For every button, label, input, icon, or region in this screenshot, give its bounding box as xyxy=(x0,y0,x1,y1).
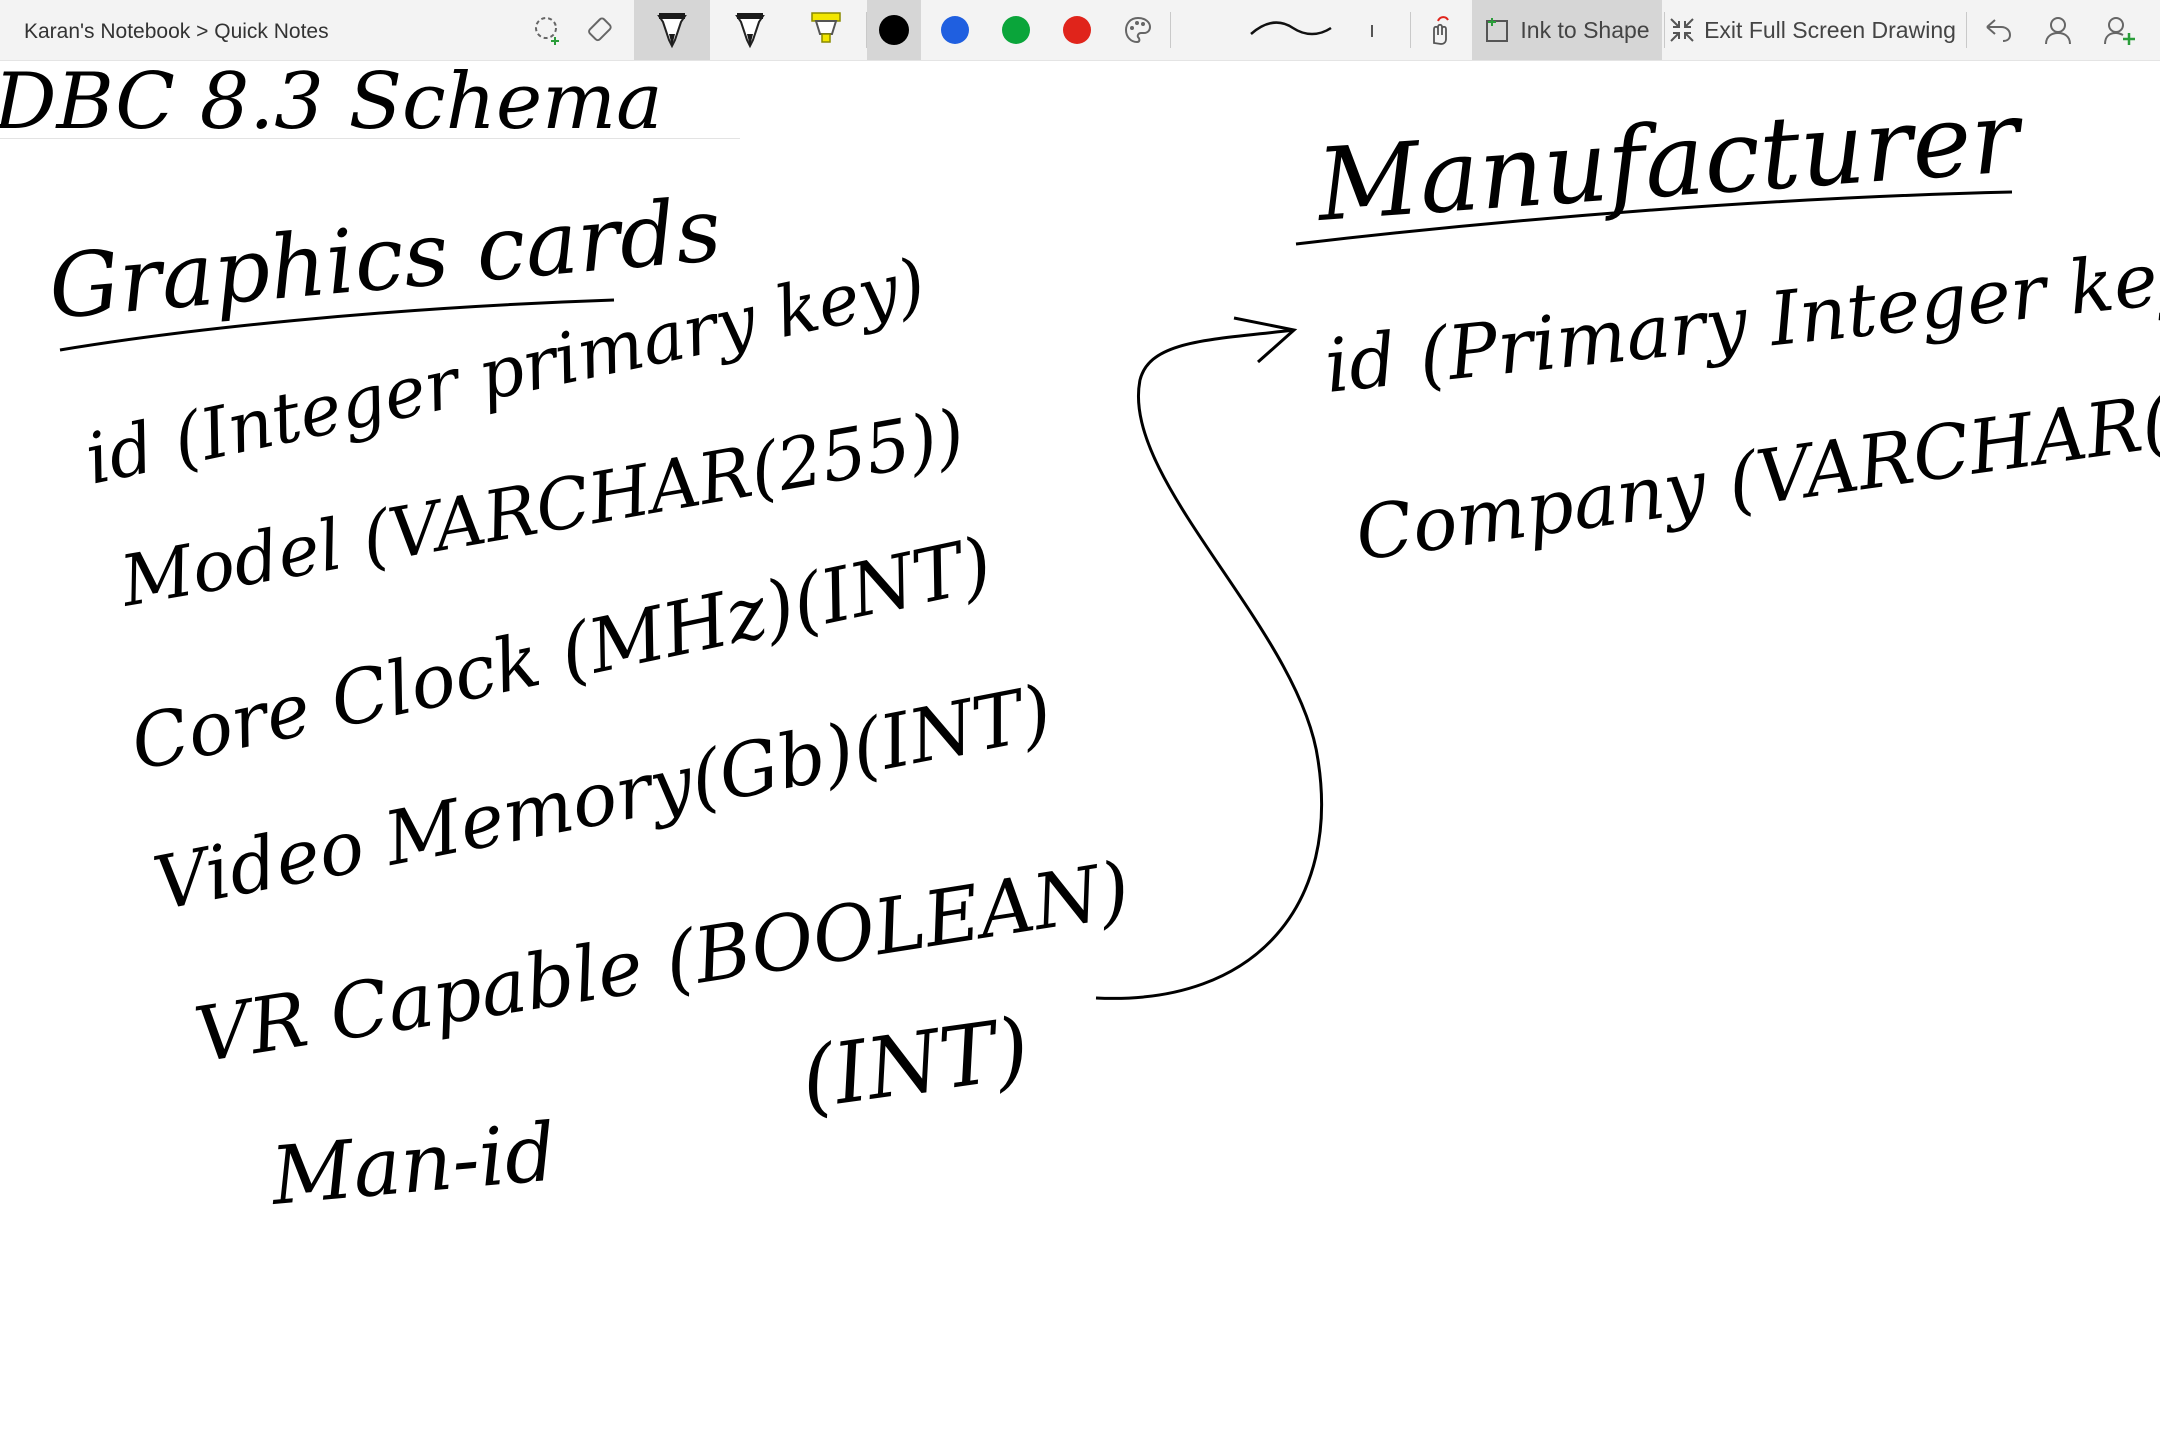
eraser-icon xyxy=(588,17,612,42)
account-button[interactable] xyxy=(2040,0,2076,60)
foreign-key-arrow xyxy=(1095,328,1324,1000)
page-title: DBC 8.3 Schema xyxy=(0,60,663,147)
breadcrumb: Karan's Notebook > Quick Notes xyxy=(24,20,329,44)
highlighter-button[interactable] xyxy=(788,0,864,60)
exit-fullscreen-icon xyxy=(1670,18,1694,42)
stroke-size-indicator xyxy=(1371,25,1373,37)
stroke-thickness-button[interactable] xyxy=(1246,0,1336,60)
toolbar-divider xyxy=(1410,12,1411,48)
undo-button[interactable] xyxy=(1980,0,2016,60)
share-add-person-button[interactable] xyxy=(2100,0,2140,60)
exit-full-screen-drawing-label: Exit Full Screen Drawing xyxy=(1704,16,1956,43)
toolbar-divider xyxy=(1664,12,1665,48)
color-swatch-blue[interactable] xyxy=(941,16,969,44)
breadcrumb-section[interactable]: Quick Notes xyxy=(214,20,329,43)
field-man-id: Man-id xyxy=(266,1105,560,1223)
draw-with-touch-button[interactable] xyxy=(1420,0,1456,60)
ink-to-shape-label: Ink to Shape xyxy=(1520,16,1650,43)
stroke-preview-icon xyxy=(1250,21,1332,36)
lasso-select-button[interactable] xyxy=(528,0,568,60)
pen-icon xyxy=(657,13,687,49)
field-man-id-type: (INT) xyxy=(795,999,1035,1128)
touch-draw-icon xyxy=(1433,16,1449,45)
manufacturer-heading: Manufacturer xyxy=(1312,78,2028,244)
add-person-icon xyxy=(2104,17,2135,45)
field-manufacturer-id: id (Primary Integer key) xyxy=(1321,230,2160,410)
breadcrumb-notebook[interactable]: Karan's Notebook xyxy=(24,20,191,43)
foreign-key-arrowhead xyxy=(1233,316,1298,364)
pen-black-button[interactable] xyxy=(634,0,710,60)
ink-to-shape-button[interactable]: Ink to Shape xyxy=(1472,0,1662,60)
drawing-toolbar: Karan's Notebook > Quick Notes xyxy=(0,0,2160,61)
manufacturer-underline xyxy=(1295,190,2013,246)
eraser-button[interactable] xyxy=(582,0,622,60)
breadcrumb-separator: > xyxy=(196,20,209,43)
exit-full-screen-drawing-button[interactable]: Exit Full Screen Drawing xyxy=(1670,0,1956,60)
person-icon xyxy=(2045,17,2071,45)
color-palette-icon xyxy=(1124,16,1152,44)
color-swatch-green[interactable] xyxy=(1002,16,1030,44)
pen-black-2-button[interactable] xyxy=(712,0,788,60)
color-swatch-black xyxy=(879,15,909,45)
more-colors-button[interactable] xyxy=(1118,0,1158,60)
lasso-select-icon xyxy=(535,17,559,45)
ink-to-shape-icon xyxy=(1486,18,1509,42)
graphics-cards-underline xyxy=(59,298,615,352)
pen-icon xyxy=(735,13,765,49)
ink-canvas[interactable]: DBC 8.3 Schema Graphics cards id (Intege… xyxy=(0,60,2160,1440)
toolbar-divider xyxy=(1170,12,1171,48)
undo-icon xyxy=(1986,19,2012,42)
title-underline-rule xyxy=(0,138,740,139)
highlighter-icon xyxy=(811,12,841,43)
toolbar-divider xyxy=(866,12,867,48)
color-black-button[interactable] xyxy=(867,0,921,60)
toolbar-divider xyxy=(1966,12,1967,48)
color-swatch-red[interactable] xyxy=(1063,16,1091,44)
